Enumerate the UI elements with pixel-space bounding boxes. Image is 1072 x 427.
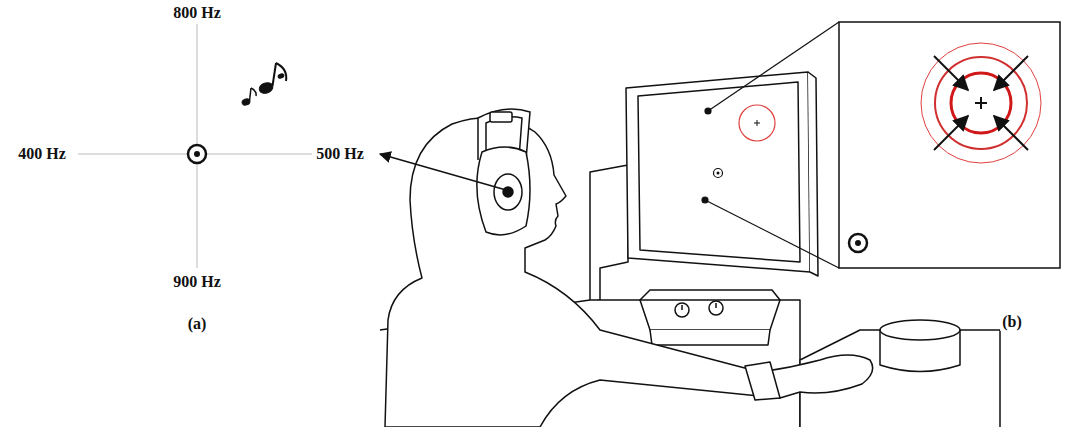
control-knobs <box>675 301 723 317</box>
screen-target <box>714 105 776 178</box>
sound-leader <box>380 154 506 190</box>
headphones <box>477 109 530 235</box>
zoom-leaders <box>702 22 839 268</box>
frequency-label: 500 Hz <box>314 145 366 163</box>
pitch-axes <box>78 24 312 268</box>
frequency-label: 800 Hz <box>171 4 223 22</box>
zoom-panel <box>839 22 1060 268</box>
frequency-label: 900 Hz <box>171 273 223 291</box>
target-symbol <box>188 145 206 163</box>
music-notes <box>241 63 286 106</box>
person <box>385 118 873 427</box>
frequency-label: 400 Hz <box>16 145 68 163</box>
panel-label: (a) <box>186 315 209 333</box>
panel-label: (b) <box>1000 313 1024 331</box>
monitor <box>626 72 818 276</box>
